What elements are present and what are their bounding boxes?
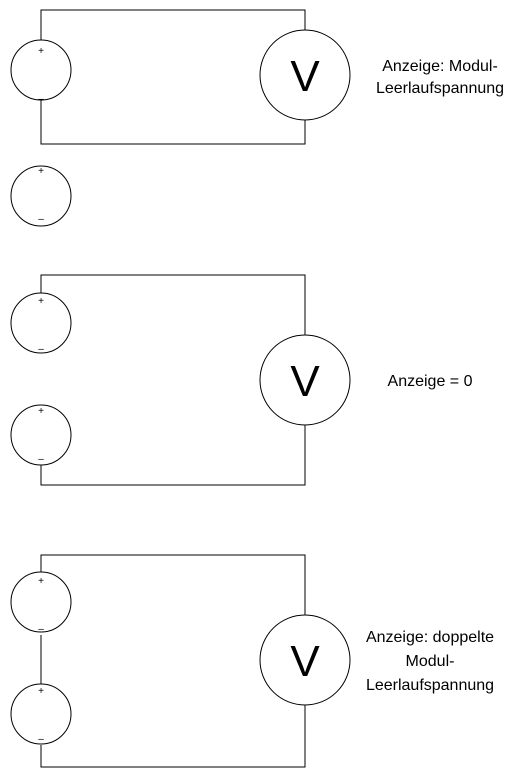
module-cell: + – <box>10 571 72 635</box>
minus-sign: – <box>38 344 44 355</box>
module-cell: + – <box>10 404 72 466</box>
module-cell: + – <box>10 292 72 355</box>
voltmeter-label: V <box>290 52 320 101</box>
minus-sign: – <box>38 214 44 225</box>
voltmeter-label: V <box>290 357 320 406</box>
minus-sign: – <box>38 454 44 465</box>
circuit-2: + – + – V Anzeige = 0 <box>10 274 473 486</box>
annotation-line: Anzeige: Modul- <box>382 58 498 75</box>
plus-sign: + <box>38 46 44 57</box>
plus-sign: + <box>38 166 44 177</box>
annotation-line: Anzeige: doppelte <box>366 629 494 646</box>
plus-sign: + <box>38 576 44 587</box>
voltmeter: V <box>259 334 351 426</box>
annotation-line: Modul- <box>406 653 455 670</box>
annotation-line: Leerlaufspannung <box>366 677 494 694</box>
circuit-3: + – + – V Anzeige: doppelte Modul- Leerl… <box>10 554 494 768</box>
circuit-3-wire <box>40 554 306 768</box>
annotation-line: Leerlaufspannung <box>376 80 504 97</box>
minus-sign: – <box>38 624 44 635</box>
voltmeter-label: V <box>290 637 320 686</box>
plus-sign: + <box>38 686 44 697</box>
plus-sign: + <box>38 296 44 307</box>
plus-sign: + <box>38 406 44 417</box>
circuit-1: + – V Anzeige: Modul- Leerlaufspannung <box>10 9 504 145</box>
voltmeter: V <box>259 29 351 121</box>
circuit-1-wire <box>40 9 306 145</box>
module-cell: + – <box>10 683 72 745</box>
circuit-2-wire <box>40 274 306 486</box>
minus-sign: – <box>38 94 44 105</box>
minus-sign: – <box>38 734 44 745</box>
annotation-line: Anzeige = 0 <box>388 373 473 390</box>
module-cell: + – <box>10 165 72 227</box>
voltmeter: V <box>259 614 351 706</box>
module-cell: + – <box>10 39 72 105</box>
